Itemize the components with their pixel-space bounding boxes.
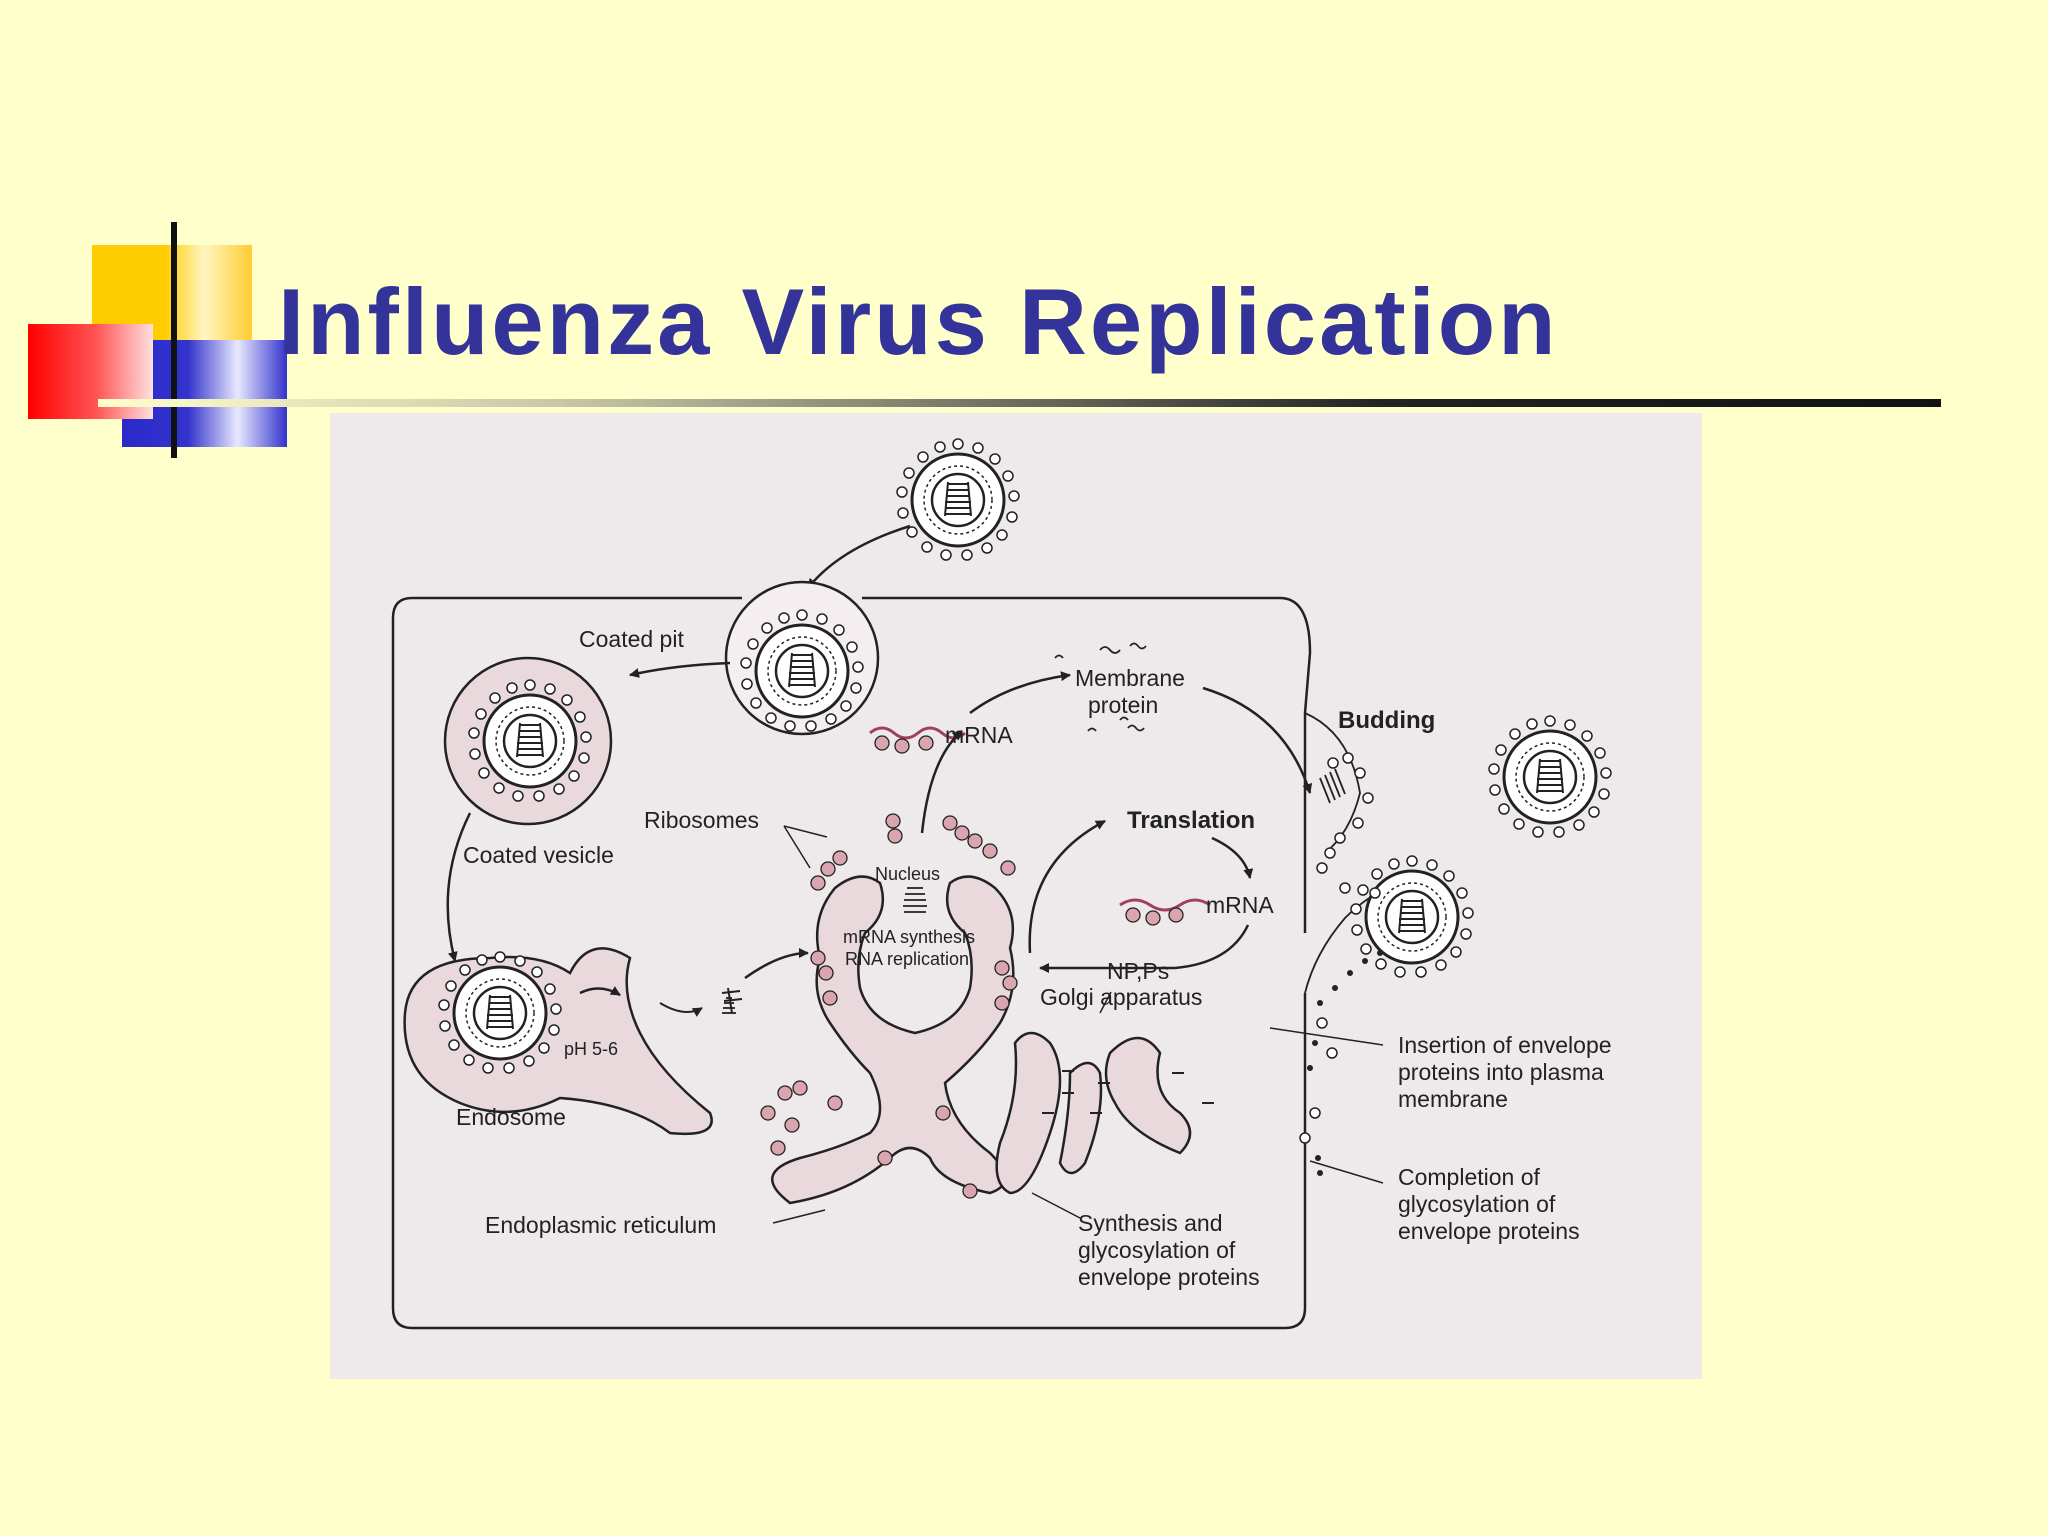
label-mrna-synthesis: mRNA synthesis — [843, 927, 975, 947]
cell-membrane — [391, 596, 1312, 1330]
slide-title: Influenza Virus Replication — [278, 269, 1559, 374]
label-er: Endoplasmic reticulum — [485, 1212, 716, 1238]
label-mrna-top: mRNA — [945, 722, 1013, 748]
label-insertion-1: Insertion of envelope — [1398, 1032, 1612, 1058]
golgi-apparatus — [995, 1031, 1062, 1195]
label-golgi: Golgi apparatus — [1040, 984, 1202, 1010]
label-completion-1: Completion of — [1398, 1164, 1541, 1190]
label-synthesis-1: Synthesis and — [1078, 1210, 1222, 1236]
label-endosome: Endosome — [456, 1104, 566, 1130]
label-membrane-protein-1: Membrane — [1075, 665, 1185, 691]
label-mrna-right: mRNA — [1206, 892, 1274, 918]
label-rna-replication: RNA replication — [845, 949, 969, 969]
label-membrane-protein-2: protein — [1088, 692, 1158, 718]
label-coated-vesicle: Coated vesicle — [463, 842, 614, 868]
label-synthesis-3: envelope proteins — [1078, 1264, 1260, 1290]
replication-diagram: Coated pit Coated vesicle Endosome pH 5-… — [330, 413, 1702, 1379]
label-completion-2: glycosylation of — [1398, 1191, 1556, 1217]
label-np-ps: NP,Ps — [1107, 958, 1169, 984]
nucleus-and-er — [771, 875, 1015, 1205]
mrna-strand-right — [1119, 898, 1211, 912]
label-coated-pit: Coated pit — [579, 626, 684, 652]
label-translation: Translation — [1127, 807, 1255, 834]
label-synthesis-2: glycosylation of — [1078, 1237, 1236, 1263]
label-ph: pH 5-6 — [564, 1039, 618, 1059]
title-underline — [98, 399, 1941, 407]
label-insertion-3: membrane — [1398, 1086, 1508, 1112]
label-budding: Budding — [1338, 707, 1435, 734]
vertical-accent-line — [171, 222, 177, 458]
label-completion-3: envelope proteins — [1398, 1218, 1580, 1244]
label-ribosomes: Ribosomes — [644, 807, 759, 833]
mrna-strand-top — [869, 726, 967, 740]
label-insertion-2: proteins into plasma — [1398, 1059, 1604, 1085]
label-nucleus: Nucleus — [875, 864, 940, 884]
